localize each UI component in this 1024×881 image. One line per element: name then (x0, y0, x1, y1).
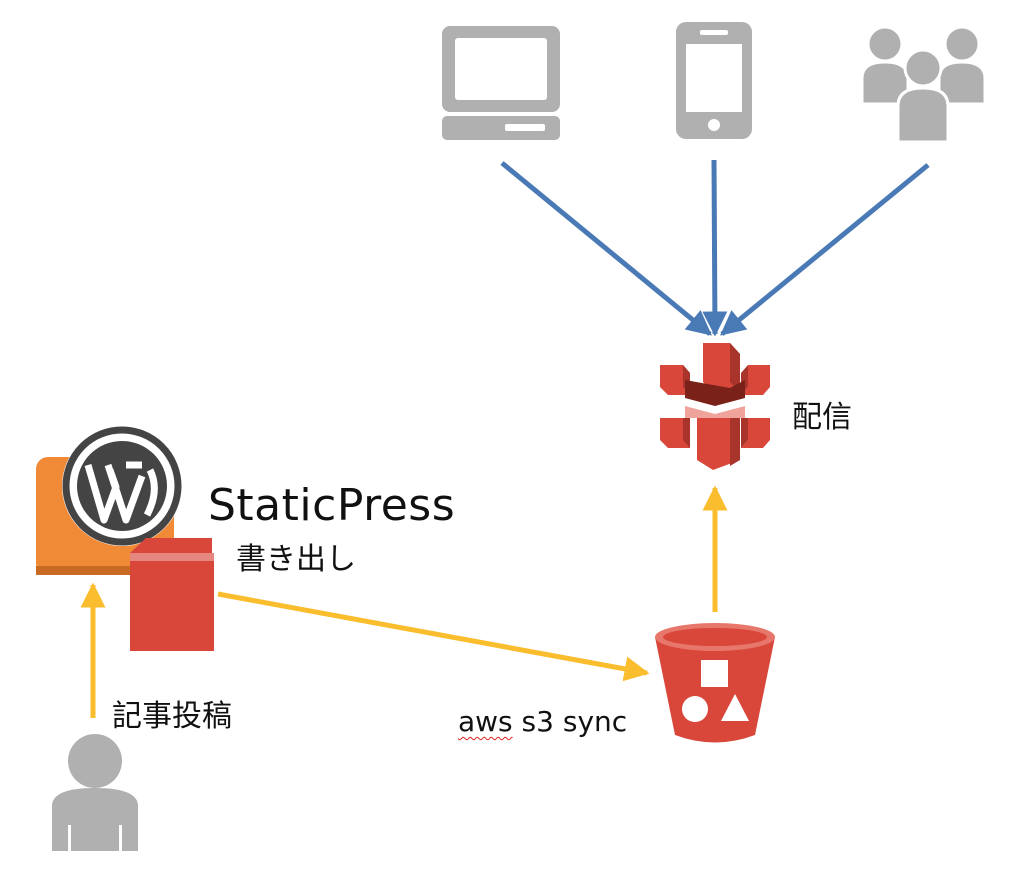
amazon-s3-bucket-icon (655, 623, 775, 743)
arrow-desktop-to-cdn (500, 161, 712, 336)
arrow-phone-to-cdn (702, 159, 728, 337)
request-arrows (500, 159, 930, 337)
staticpress-label: StaticPress (208, 480, 456, 531)
export-label: 書き出し (236, 542, 356, 577)
arrow-staticpress-to-s3 (217, 591, 650, 682)
arrow-users-to-cdn (720, 163, 930, 336)
sync-command-rest: s3 sync (512, 705, 628, 738)
smartphone-icon (676, 22, 752, 139)
deliver-label: 配信 (792, 400, 852, 435)
users-group-icon (860, 25, 987, 144)
post-article-label: 記事投稿 (112, 699, 232, 734)
desktop-computer-icon (442, 26, 560, 140)
amazon-cloudfront-icon (660, 343, 770, 470)
user-icon (52, 734, 138, 851)
staticpress-export-icon (130, 538, 214, 651)
sync-command-word: aws (458, 705, 513, 738)
sync-command-label: aws s3 sync (458, 708, 627, 736)
